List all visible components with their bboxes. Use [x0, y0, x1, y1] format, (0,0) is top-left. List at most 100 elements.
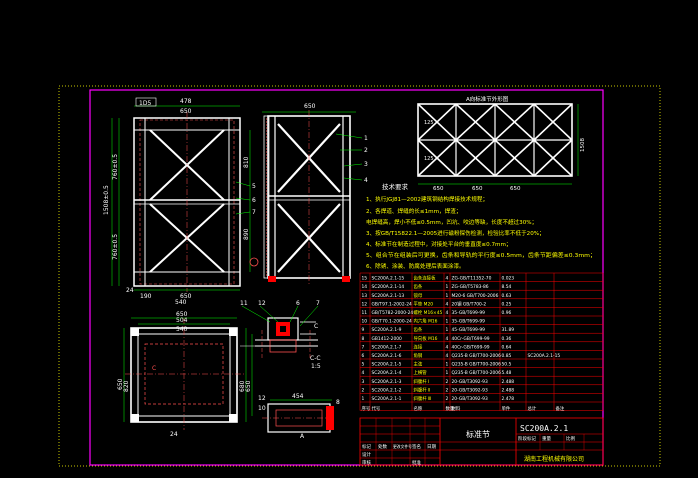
parts-cell: 0.25	[502, 301, 512, 307]
parts-cell: 15	[362, 276, 368, 282]
parts-cell: 0.96	[502, 310, 512, 316]
parts-cell: 2	[446, 379, 449, 385]
title-label: 重量	[542, 435, 551, 442]
drawing-name: 标准节	[466, 429, 490, 439]
parts-cell: 3	[362, 379, 365, 385]
parts-cell: GB/T5782-2000-24	[372, 310, 414, 316]
parts-cell: 40Cr-GB/T699-99	[452, 344, 490, 350]
parts-cell: SC200A.2.1-2	[372, 387, 402, 393]
parts-cell: 4	[446, 336, 449, 342]
parts-header: 代号	[372, 405, 381, 412]
dim-label: 650	[304, 103, 316, 110]
title-label: 设计	[362, 451, 371, 458]
parts-cell: SC200A.2.1-13	[372, 293, 405, 299]
parts-cell: 45-GB/T699-99	[452, 327, 486, 333]
parts-cell: 20-GB/T3092-93	[452, 396, 488, 402]
parts-cell: 平垫 M20	[414, 300, 434, 307]
parts-cell: 4	[446, 353, 449, 359]
dim-label: 540	[175, 299, 187, 306]
dim-label: 478	[180, 98, 192, 105]
parts-cell: 斜腹杆 Ⅰ	[414, 378, 430, 385]
dim-label: 125	[424, 120, 434, 126]
parts-cell: 4	[446, 276, 449, 282]
parts-cell: 20钢 GB/T700-2	[452, 300, 487, 307]
parts-cell: 0.85	[502, 353, 512, 359]
title-label: 日期	[427, 444, 436, 450]
parts-cell: 齿条连接板	[414, 275, 437, 282]
parts-cell: 20-GB/T3092-93	[452, 387, 488, 393]
parts-cell: 9	[362, 327, 365, 333]
parts-header: 序号	[362, 405, 371, 412]
dim-label: 24	[170, 431, 178, 438]
parts-cell: SC200A.2.1-15	[372, 276, 405, 282]
parts-cell: ZG-GB/T11352-70	[452, 276, 492, 282]
dim-label: 650	[510, 186, 521, 192]
parts-cell: 40Cr-GB/T699-99	[452, 336, 490, 342]
parts-cell: 螺栓 M16×45	[414, 309, 443, 316]
parts-cell: GB1412-2000	[372, 336, 403, 342]
dim-label: 680	[239, 380, 246, 392]
dim-label: 190	[140, 293, 152, 300]
dim-label: 820	[123, 380, 130, 392]
parts-cell: 5.48	[502, 370, 512, 376]
leader-label: 12	[258, 395, 266, 402]
top-view: 650 504 540 650 680 650 820 24 C	[117, 311, 253, 438]
title-label: 签名	[412, 443, 421, 450]
parts-cell: 锁母	[414, 292, 423, 299]
detail-a: 12 10 454 8 A	[258, 393, 340, 440]
parts-cell: 0.64	[502, 344, 512, 350]
dim-label: 504	[176, 317, 188, 324]
dim-label: 890	[243, 228, 250, 240]
parts-cell: 0.36	[502, 336, 512, 342]
parts-cell: 连接	[414, 343, 423, 350]
parts-cell: 35-GB/T699-99	[452, 319, 486, 325]
dim-label: 1508	[580, 138, 586, 152]
leader-label: 10	[258, 405, 266, 412]
tech-line: 2、各焊道、焊缝的长≤1mm，焊渣；	[366, 207, 461, 215]
leader-label: 1	[364, 135, 368, 142]
parts-cell: SC200A.2.1-15	[528, 353, 561, 359]
dim-label: 650	[117, 378, 124, 390]
parts-cell: SC200A.2.1-9	[372, 327, 402, 333]
detail-c: C-C 1:5 11 12 6 7 C	[240, 300, 321, 370]
outer-frame	[58, 85, 661, 467]
parts-cell: 2.488	[502, 387, 515, 393]
dim-label: 650	[472, 186, 483, 192]
parts-cell: 14	[362, 284, 368, 290]
parts-cell: 6	[362, 353, 365, 359]
parts-header: 名称	[414, 405, 423, 412]
front-view: 1D5 478 650 1508±0.5 760±0.5 760±0.5 810…	[103, 97, 251, 306]
tech-line: 4、标准节在制造过程中，对接处平台的垂直度≤0.7mm；	[366, 240, 512, 248]
title-label: 处数	[378, 443, 387, 450]
parts-cell: 1	[446, 362, 449, 368]
tech-line: 6、除锈、涂装、防腐处理后表面涂漆。	[366, 262, 465, 270]
dim-label: 650	[245, 380, 252, 392]
parts-cell: 4	[446, 310, 449, 316]
parts-cell: 1	[446, 293, 449, 299]
parts-cell: SC200A.2.1-7	[372, 344, 402, 350]
title-label: 比例	[566, 435, 575, 442]
company-name: 湖南工程机械有限公司	[524, 455, 584, 463]
title-block: 标准节 SC200A.2.1 湖南工程机械有限公司 标记 处数 更改文件号 签名…	[359, 417, 604, 466]
tech-line: 3、按GB/T15822.1—2005进行磁粉探伤检测，检验比率不低于20%；	[366, 229, 545, 237]
dim-label: 125	[424, 156, 434, 162]
parts-header: 备注	[556, 405, 565, 412]
dim-label: 1508±0.5	[103, 185, 110, 215]
dim-label: 650	[176, 311, 188, 318]
parts-header: 数量	[446, 405, 455, 412]
section-marker: A	[300, 433, 305, 440]
parts-cell: Q235-B GB/T700-2006	[452, 353, 502, 359]
parts-cell: 主弦	[414, 361, 423, 368]
leader-label: 7	[316, 300, 320, 307]
parts-cell: ZG-GB/T5783-86	[452, 284, 489, 290]
tech-line: 5、组合节在组装后可更换，齿条和导轨的平行度≤0.5mm，齿条节距偏差≤0.3m…	[366, 251, 596, 259]
parts-cell: 1	[362, 396, 365, 402]
parts-cell: 导向板 M16	[414, 335, 438, 342]
parts-cell: 2	[362, 387, 365, 393]
parts-cell: 齿条	[414, 283, 423, 290]
parts-cell: 5	[362, 362, 365, 368]
parts-cell: 2.478	[502, 396, 515, 402]
tech-requirements: 技术要求 1、执行JGJ81—2002建筑钢结构焊接技术规程； 2、各焊道、焊缝…	[366, 182, 596, 270]
